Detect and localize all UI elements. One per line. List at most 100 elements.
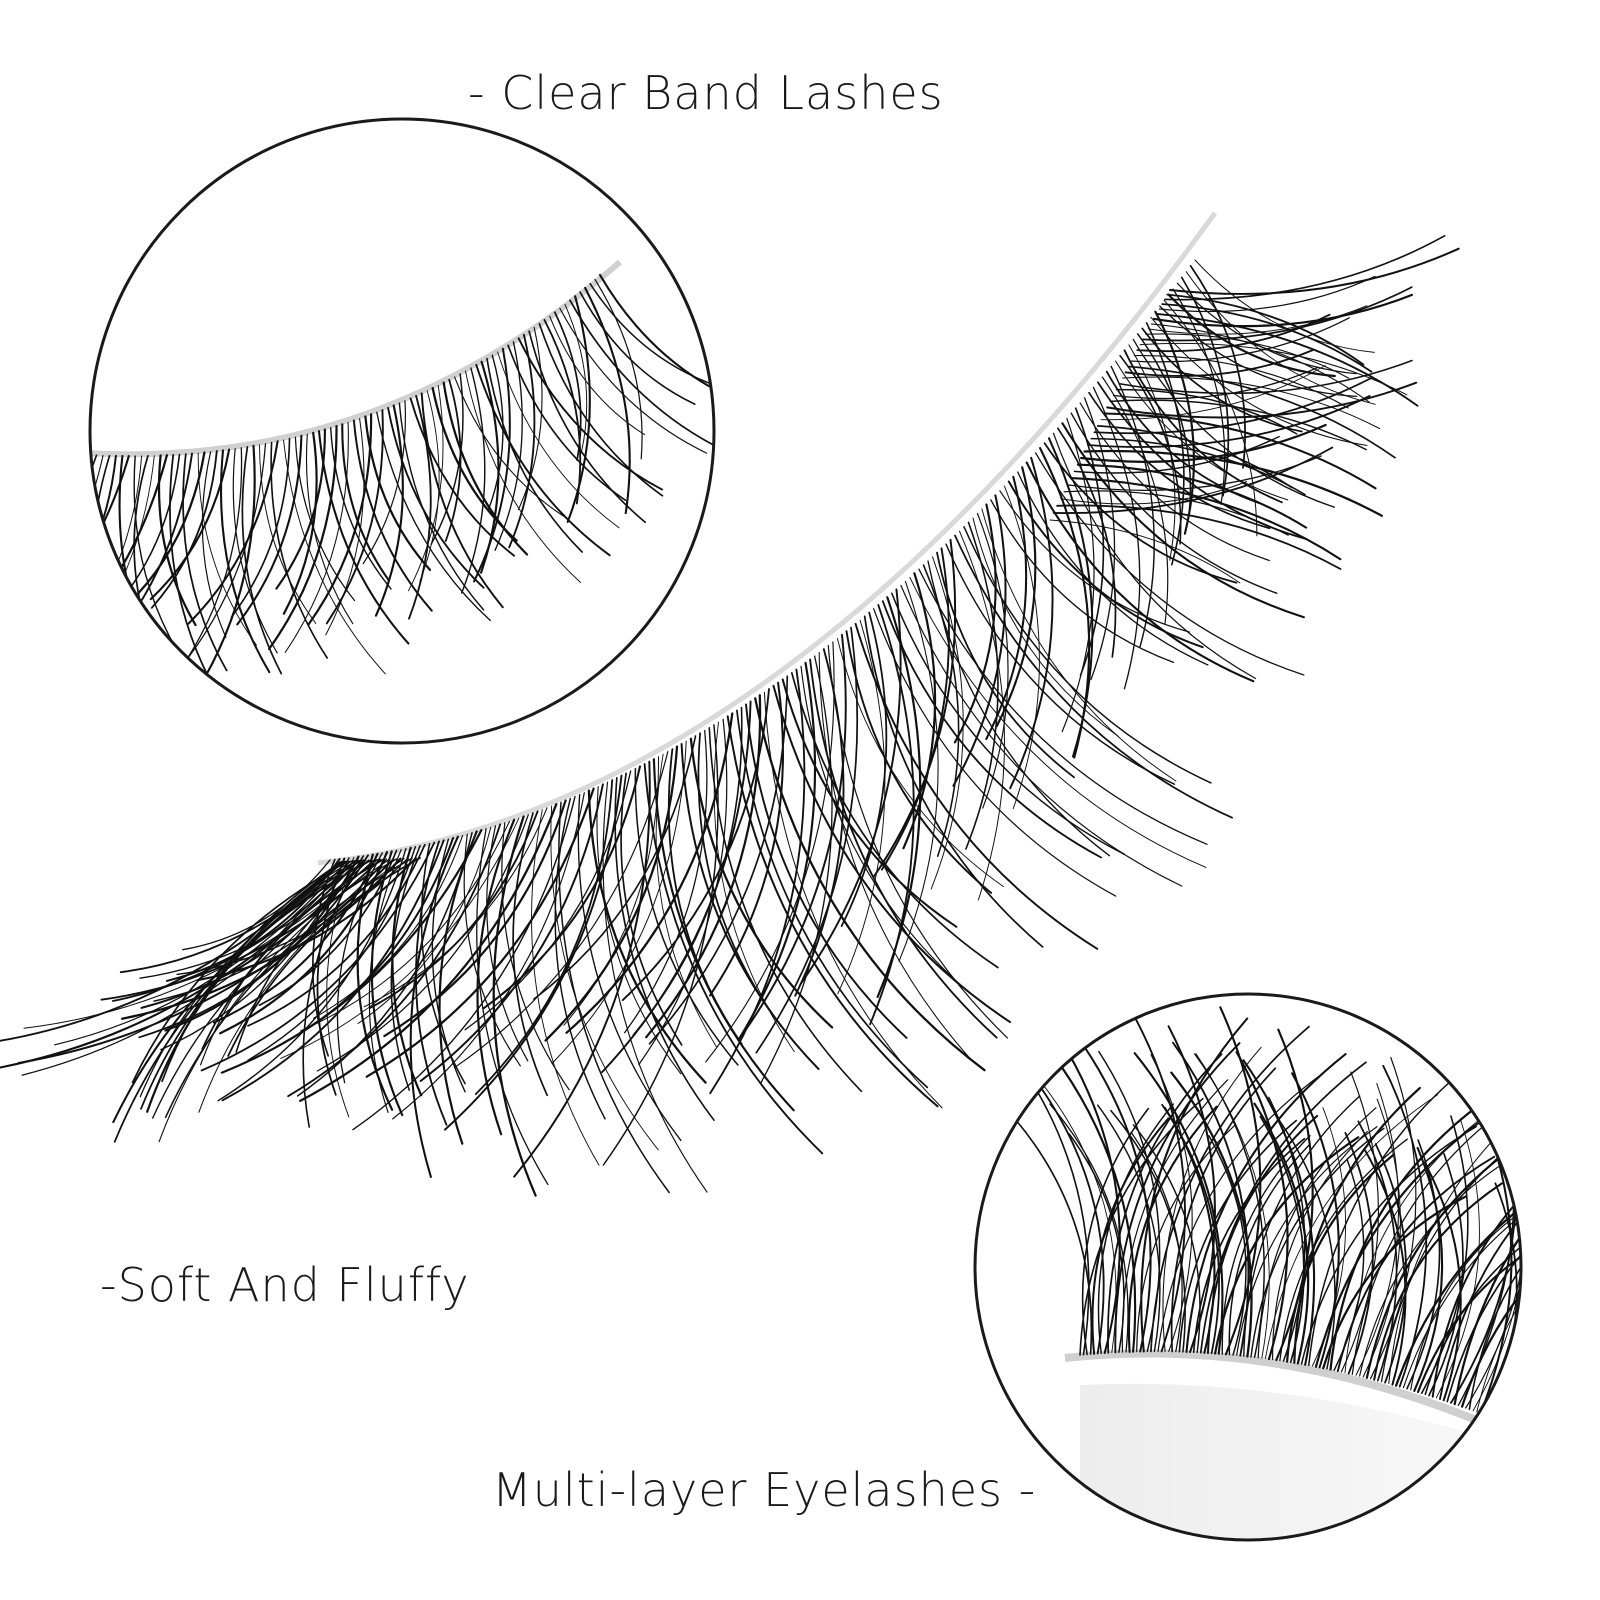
lash-fiber	[1169, 247, 1460, 295]
lash-fiber	[1039, 447, 1091, 759]
lash-fiber	[230, 437, 291, 619]
lash-fiber	[180, 447, 243, 668]
lash-fiber	[90, 454, 91, 632]
lash-fiber	[1291, 1072, 1340, 1369]
lash-fiber	[869, 604, 915, 1026]
lash-fiber	[212, 852, 379, 1024]
lash-fiber	[1093, 376, 1374, 435]
lash-fiber	[0, 859, 360, 1069]
lash-fiber	[227, 857, 421, 1057]
lash-fiber	[1017, 471, 1209, 666]
lash-fiber	[680, 743, 820, 1071]
lash-fiber	[990, 499, 1175, 664]
lash-fiber	[1357, 1120, 1398, 1382]
lash-fiber	[1157, 1072, 1325, 1353]
lash-fiber	[182, 859, 331, 951]
lash-fiber	[1424, 1209, 1521, 1396]
lash-fiber	[809, 658, 998, 1039]
lash-fiber	[1049, 519, 1241, 584]
lash-fiber	[113, 859, 362, 1143]
lash-fiber	[313, 834, 464, 1019]
lash-fiber	[1170, 1071, 1253, 1358]
lash-fiber	[745, 703, 908, 1039]
lash-fiber	[1122, 376, 1381, 430]
lash-fiber	[763, 691, 943, 1109]
lash-fiber	[374, 404, 404, 617]
lash-fiber	[1344, 1118, 1482, 1374]
lash-fiber	[602, 781, 708, 1193]
lash-fiber	[1373, 1182, 1503, 1381]
lash-fiber	[299, 803, 558, 1103]
lash-fiber	[1123, 349, 1283, 504]
lash-fiber	[420, 392, 504, 609]
lash-fiber	[1096, 425, 1293, 489]
zoom-circle-outline	[973, 992, 1523, 1542]
lash-fiber	[840, 611, 888, 927]
lash-fiber	[533, 735, 697, 1000]
lash-fiber	[486, 825, 529, 1062]
lash-fiber	[1476, 1180, 1521, 1413]
lash-fiber	[1139, 342, 1408, 396]
lash-fiber	[1170, 1067, 1277, 1353]
lash-fiber	[1096, 1104, 1161, 1353]
lash-fiber	[543, 319, 582, 505]
lash-fiber	[1279, 1120, 1336, 1370]
lash-fiber	[1308, 1056, 1480, 1367]
lash-fiber	[1163, 299, 1258, 537]
lash-fiber	[564, 303, 588, 454]
lash-fiber	[201, 451, 227, 639]
lash-fiber	[362, 400, 406, 565]
lash-fiber	[182, 453, 228, 672]
lash-fiber	[329, 427, 392, 590]
lash-fiber	[1167, 1025, 1216, 1354]
lash-fiber	[981, 508, 1177, 782]
lash-fiber	[1049, 1103, 1129, 1353]
lash-fiber	[1101, 376, 1169, 625]
lash-fiber	[837, 619, 886, 994]
lash-fiber	[1199, 1061, 1367, 1354]
lash-fiber	[836, 638, 1004, 888]
lash-fiber	[419, 783, 604, 1082]
lash-fiber	[1162, 1046, 1262, 1352]
lash-fiber	[220, 829, 483, 1074]
lash-fiber	[442, 381, 529, 556]
lash-fiber	[300, 820, 511, 1032]
lash-fiber	[689, 737, 834, 1029]
lash-fiber	[1133, 1052, 1224, 1355]
lash-fiber	[487, 354, 504, 510]
lash-fiber	[474, 779, 614, 1096]
lash-fiber	[119, 860, 344, 974]
lash-fiber	[1061, 417, 1095, 733]
lash-fiber	[1142, 286, 1413, 342]
lash-fiber	[247, 846, 417, 1061]
lash-fiber	[508, 333, 536, 549]
lash-fiber	[945, 543, 1176, 785]
lash-fiber	[408, 384, 444, 592]
lash-fiber	[460, 367, 486, 594]
lash-fiber	[476, 818, 516, 1136]
lash-fiber	[709, 668, 806, 1095]
soft-fluffy-label: -Soft And Fluffy	[100, 1258, 470, 1312]
lash-fiber	[1293, 1086, 1421, 1364]
lash-fiber	[1439, 1129, 1521, 1401]
clear-band-label: - Clear Band Lashes	[468, 66, 944, 120]
lash-fiber	[126, 451, 206, 606]
lash-fiber	[1243, 1095, 1361, 1357]
lash-fiber	[1132, 338, 1336, 508]
lash-fiber	[1242, 1059, 1316, 1366]
lash-fiber	[1416, 1224, 1521, 1394]
lash-fiber	[1140, 1017, 1249, 1353]
lash-fiber	[1382, 1064, 1428, 1388]
lash-fiber	[697, 732, 783, 1028]
lash-fiber	[1359, 1153, 1519, 1377]
lash-fiber	[217, 847, 407, 1102]
lash-fiber	[584, 286, 631, 515]
lash-fiber	[634, 767, 739, 1066]
lash-fiber	[1159, 305, 1358, 398]
lash-fiber	[494, 341, 523, 551]
lash-fiber	[995, 466, 1037, 728]
lash-fiber	[453, 751, 669, 1069]
lash-fiber	[409, 835, 459, 1178]
lash-fiber	[565, 712, 734, 1034]
